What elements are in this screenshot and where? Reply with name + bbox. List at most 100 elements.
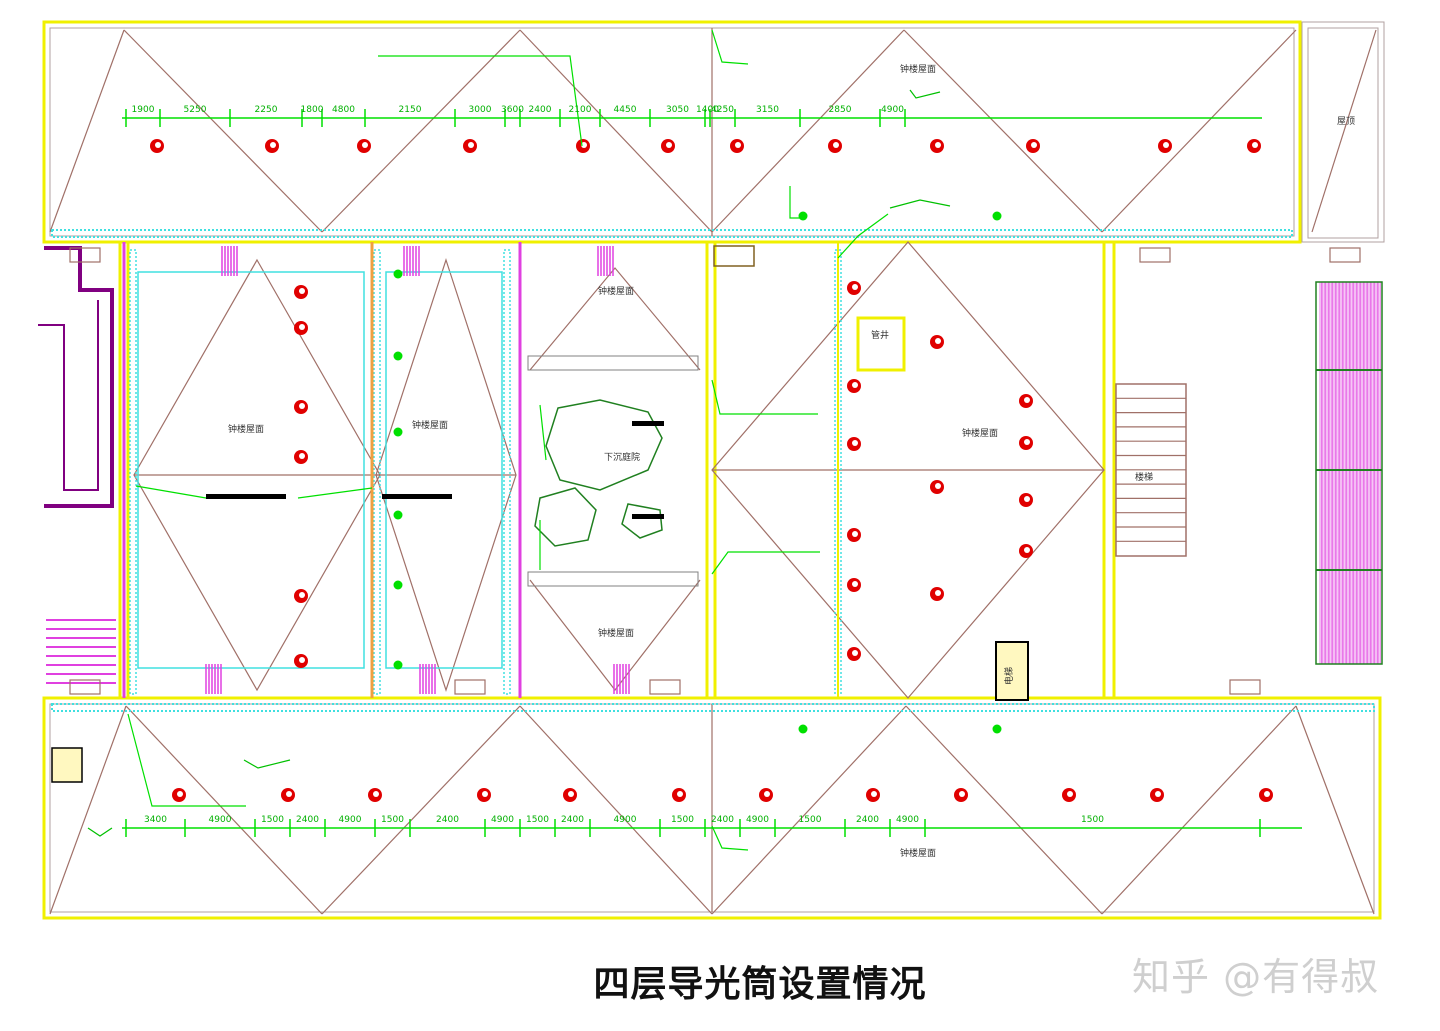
dimension-label: 1500 [526, 815, 549, 825]
pendant-light [992, 724, 1002, 734]
light-pipe-fixture [477, 788, 491, 802]
dimension-label: 1500 [1081, 815, 1104, 825]
dimension-label: 4450 [614, 105, 637, 115]
light-pipe-fixture [847, 379, 861, 393]
light-pipe-fixture [828, 139, 842, 153]
roof-ridge-line [1101, 29, 1297, 233]
light-pipe-fixture [930, 139, 944, 153]
roof-ridge-diamond [133, 258, 381, 692]
shaft-box [856, 316, 906, 372]
dimension-label: 1500 [671, 815, 694, 825]
dimension-label: 4900 [614, 815, 637, 825]
courtyard-planting [621, 503, 663, 539]
daylight-strip [51, 703, 1375, 712]
light-pipe-fixture [954, 788, 968, 802]
light-pipe-fixture [930, 480, 944, 494]
roof-ridge-line [123, 29, 323, 233]
room-label: 钟楼屋面 [598, 627, 634, 639]
roof-ridge-line [1101, 705, 1297, 915]
courtyard-planting [545, 399, 663, 491]
dimension-label: 4900 [209, 815, 232, 825]
dimension-label: 3400 [144, 815, 167, 825]
dimension-label: 4900 [881, 105, 904, 115]
label-bar [206, 494, 286, 499]
courtyard-planting [534, 487, 597, 547]
fixture-outline [1139, 247, 1171, 263]
room-outline [137, 271, 365, 669]
daylight-strip [129, 249, 137, 695]
dimension-label: 4800 [332, 105, 355, 115]
light-pipe-fixture [463, 139, 477, 153]
roof-ridge-line [905, 705, 1103, 915]
section-marker [889, 199, 951, 209]
leader-line [135, 485, 373, 499]
leader-line [711, 29, 749, 65]
dimension-label: 1500 [799, 815, 822, 825]
section-marker [87, 827, 113, 837]
pendant-light [393, 269, 403, 279]
light-pipe-fixture [730, 139, 744, 153]
light-pipe-fixture [847, 437, 861, 451]
light-pipe-fixture [1019, 544, 1033, 558]
room-label: 钟楼屋面 [412, 419, 448, 431]
pendant-light [393, 510, 403, 520]
dimension-label: 2400 [856, 815, 879, 825]
pendant-light [992, 211, 1002, 221]
leader-line [378, 55, 583, 147]
dimension-label: 3150 [756, 105, 779, 115]
elevator-label: 电梯 [1003, 667, 1015, 685]
dimension-label: 2850 [829, 105, 852, 115]
stair-outline [38, 300, 99, 491]
dimension-label: 2100 [569, 105, 592, 115]
leader-line [711, 379, 818, 415]
dimension-label: 3600 [501, 105, 524, 115]
roof-ridge-line [1295, 705, 1375, 915]
corner-box [51, 747, 83, 783]
light-pipe-fixture [930, 335, 944, 349]
light-pipe-fixture [357, 139, 371, 153]
section-marker [909, 89, 941, 99]
figure-caption: 四层导光筒设置情况 [593, 964, 927, 1005]
light-pipe-fixture [1026, 139, 1040, 153]
roof-ridge-line [1311, 29, 1377, 233]
label-bar [632, 421, 664, 426]
room-label: 钟楼屋面 [598, 285, 634, 297]
dimension-label: 4900 [491, 815, 514, 825]
pendant-light [393, 660, 403, 670]
light-pipe-fixture [294, 285, 308, 299]
dimension-label: 3050 [666, 105, 689, 115]
leader-line [711, 551, 820, 575]
light-pipe-fixture [294, 589, 308, 603]
roof-ridge-line [529, 579, 701, 691]
fixture-outline [69, 679, 101, 695]
room-label: 钟楼屋面 [962, 427, 998, 439]
light-pipe-fixture [1019, 493, 1033, 507]
pendant-light [393, 427, 403, 437]
dimension-label: 4900 [339, 815, 362, 825]
dimension-label: 5250 [184, 105, 207, 115]
room-label: 下沉庭院 [604, 451, 640, 463]
dimension-label: 1800 [301, 105, 324, 115]
light-pipe-fixture [672, 788, 686, 802]
light-pipe-fixture [866, 788, 880, 802]
daylight-strip [51, 229, 1293, 238]
leader-line [127, 713, 246, 807]
light-pipe-fixture [294, 400, 308, 414]
fixture-outline [69, 247, 101, 263]
dimension-label: 2400 [561, 815, 584, 825]
light-pipe-fixture [847, 647, 861, 661]
dimension-label: 2400 [529, 105, 552, 115]
light-pipe-fixture [294, 654, 308, 668]
dimension-label: 4900 [896, 815, 919, 825]
roof-ridge-line [711, 29, 905, 233]
light-pipe-fixture [576, 139, 590, 153]
light-pipe-fixture [1259, 788, 1273, 802]
light-pipe-fixture [847, 281, 861, 295]
top-corridor-frame [42, 20, 1302, 244]
roof-ridge-line [321, 705, 521, 915]
daylight-strip [373, 249, 381, 695]
roof-ridge-line [529, 267, 701, 371]
light-pipe-fixture [368, 788, 382, 802]
leader-line [789, 186, 804, 219]
dimension-label: 3000 [469, 105, 492, 115]
